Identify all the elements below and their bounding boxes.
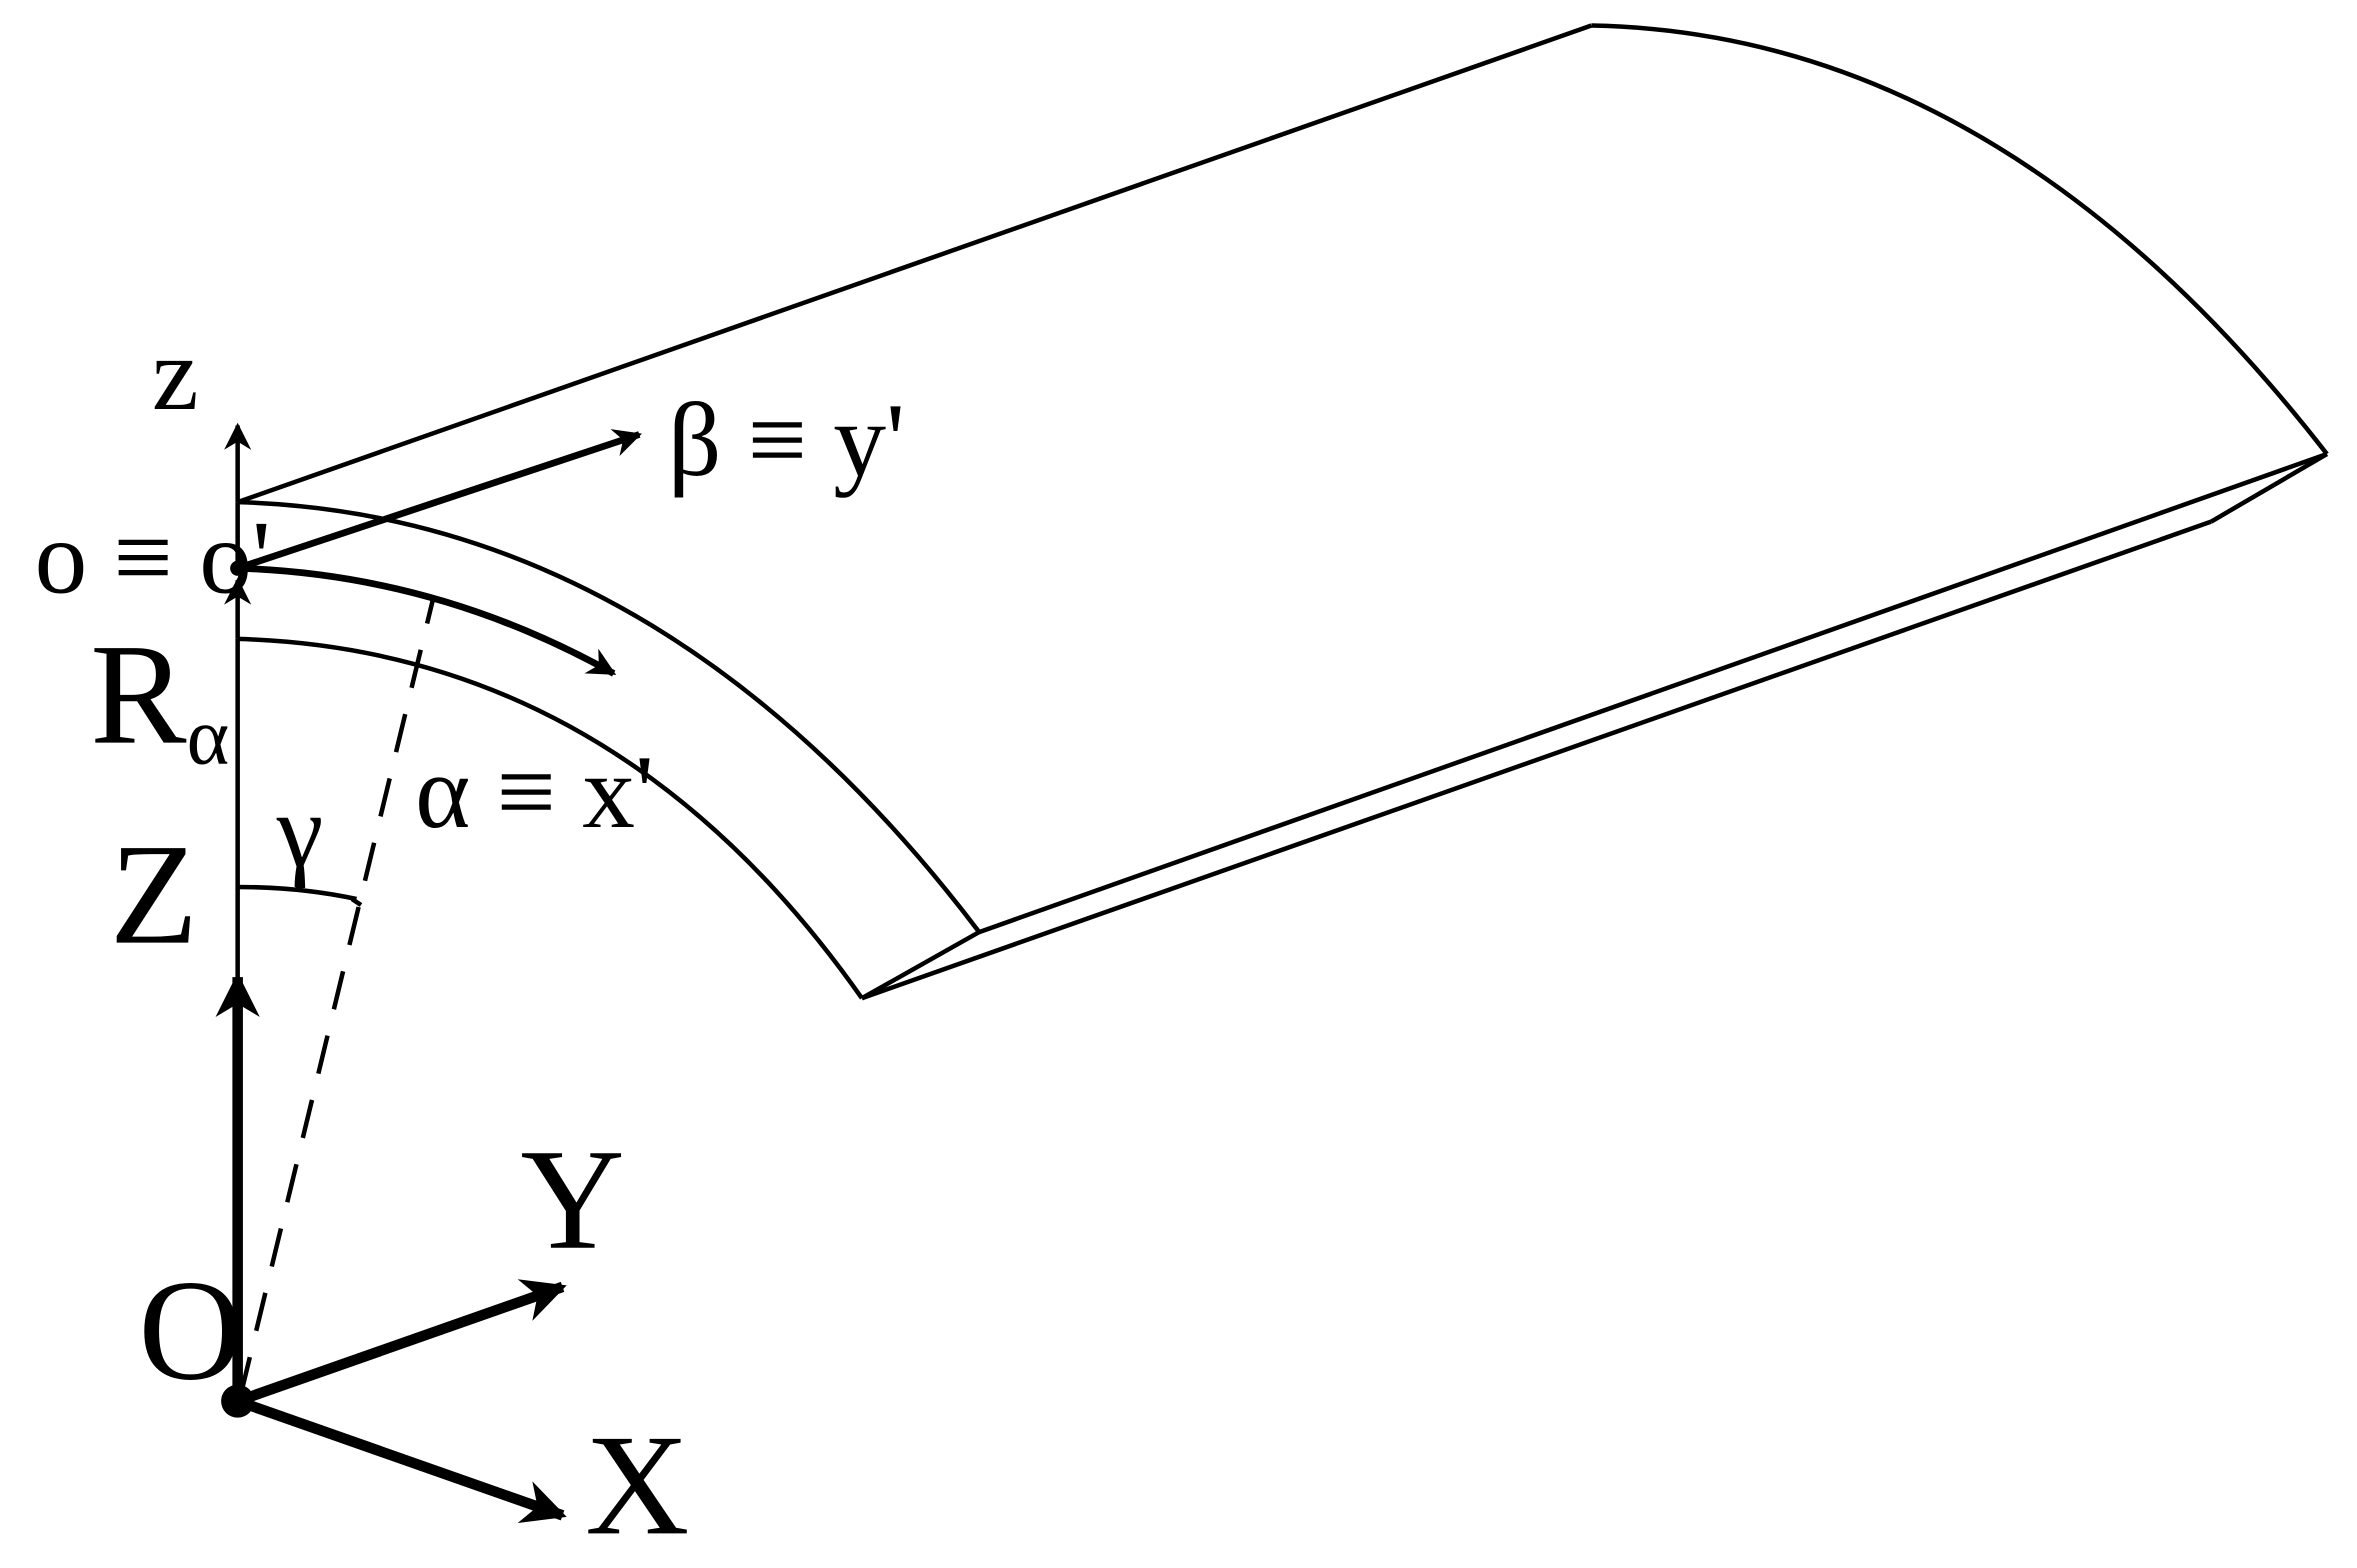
- beta-axis-arrow: [236, 429, 642, 572]
- radius-label-main: R: [90, 615, 187, 775]
- global-z-axis-label: Z: [110, 815, 198, 975]
- alpha-axis-arrow: [237, 564, 617, 677]
- local-z-axis-label: z: [152, 315, 199, 432]
- global-y-axis-label: Y: [520, 1120, 624, 1280]
- gamma-angle-arc: [237, 884, 357, 902]
- shell-top-surface-arc: [237, 499, 981, 934]
- radial-dashed-line: [238, 597, 436, 1396]
- shell-front-edge-bottom: [861, 519, 2212, 1001]
- global-origin-dot: [221, 1384, 255, 1418]
- shell-thickness-far: [2209, 452, 2329, 524]
- global-y-arrow: [235, 1279, 567, 1407]
- global-x-axis-label: X: [585, 1405, 689, 1565]
- shell-body: [236, 23, 2329, 1001]
- gamma-arc-tick: [350, 897, 363, 907]
- local-origin-dot: [230, 560, 246, 576]
- alpha-axis-label: α ≡ x': [415, 733, 654, 850]
- global-x-arrow: [235, 1396, 567, 1524]
- radius-label-subscript: α: [187, 692, 230, 782]
- gamma-angle-label: γ: [276, 772, 324, 889]
- local-origin-label: o ≡ o': [35, 498, 271, 615]
- shell-top-edge: [236, 23, 1593, 505]
- shell-thickness-near: [860, 930, 981, 1001]
- beta-axis-label: β ≡ y': [668, 381, 905, 498]
- global-origin-label: O: [138, 1251, 242, 1411]
- shell-bottom-surface-arc: [237, 636, 864, 1000]
- radius-label: Rα: [90, 615, 229, 782]
- shell-front-edge-top: [978, 451, 2328, 935]
- shell-far-end-arc: [1591, 23, 2329, 456]
